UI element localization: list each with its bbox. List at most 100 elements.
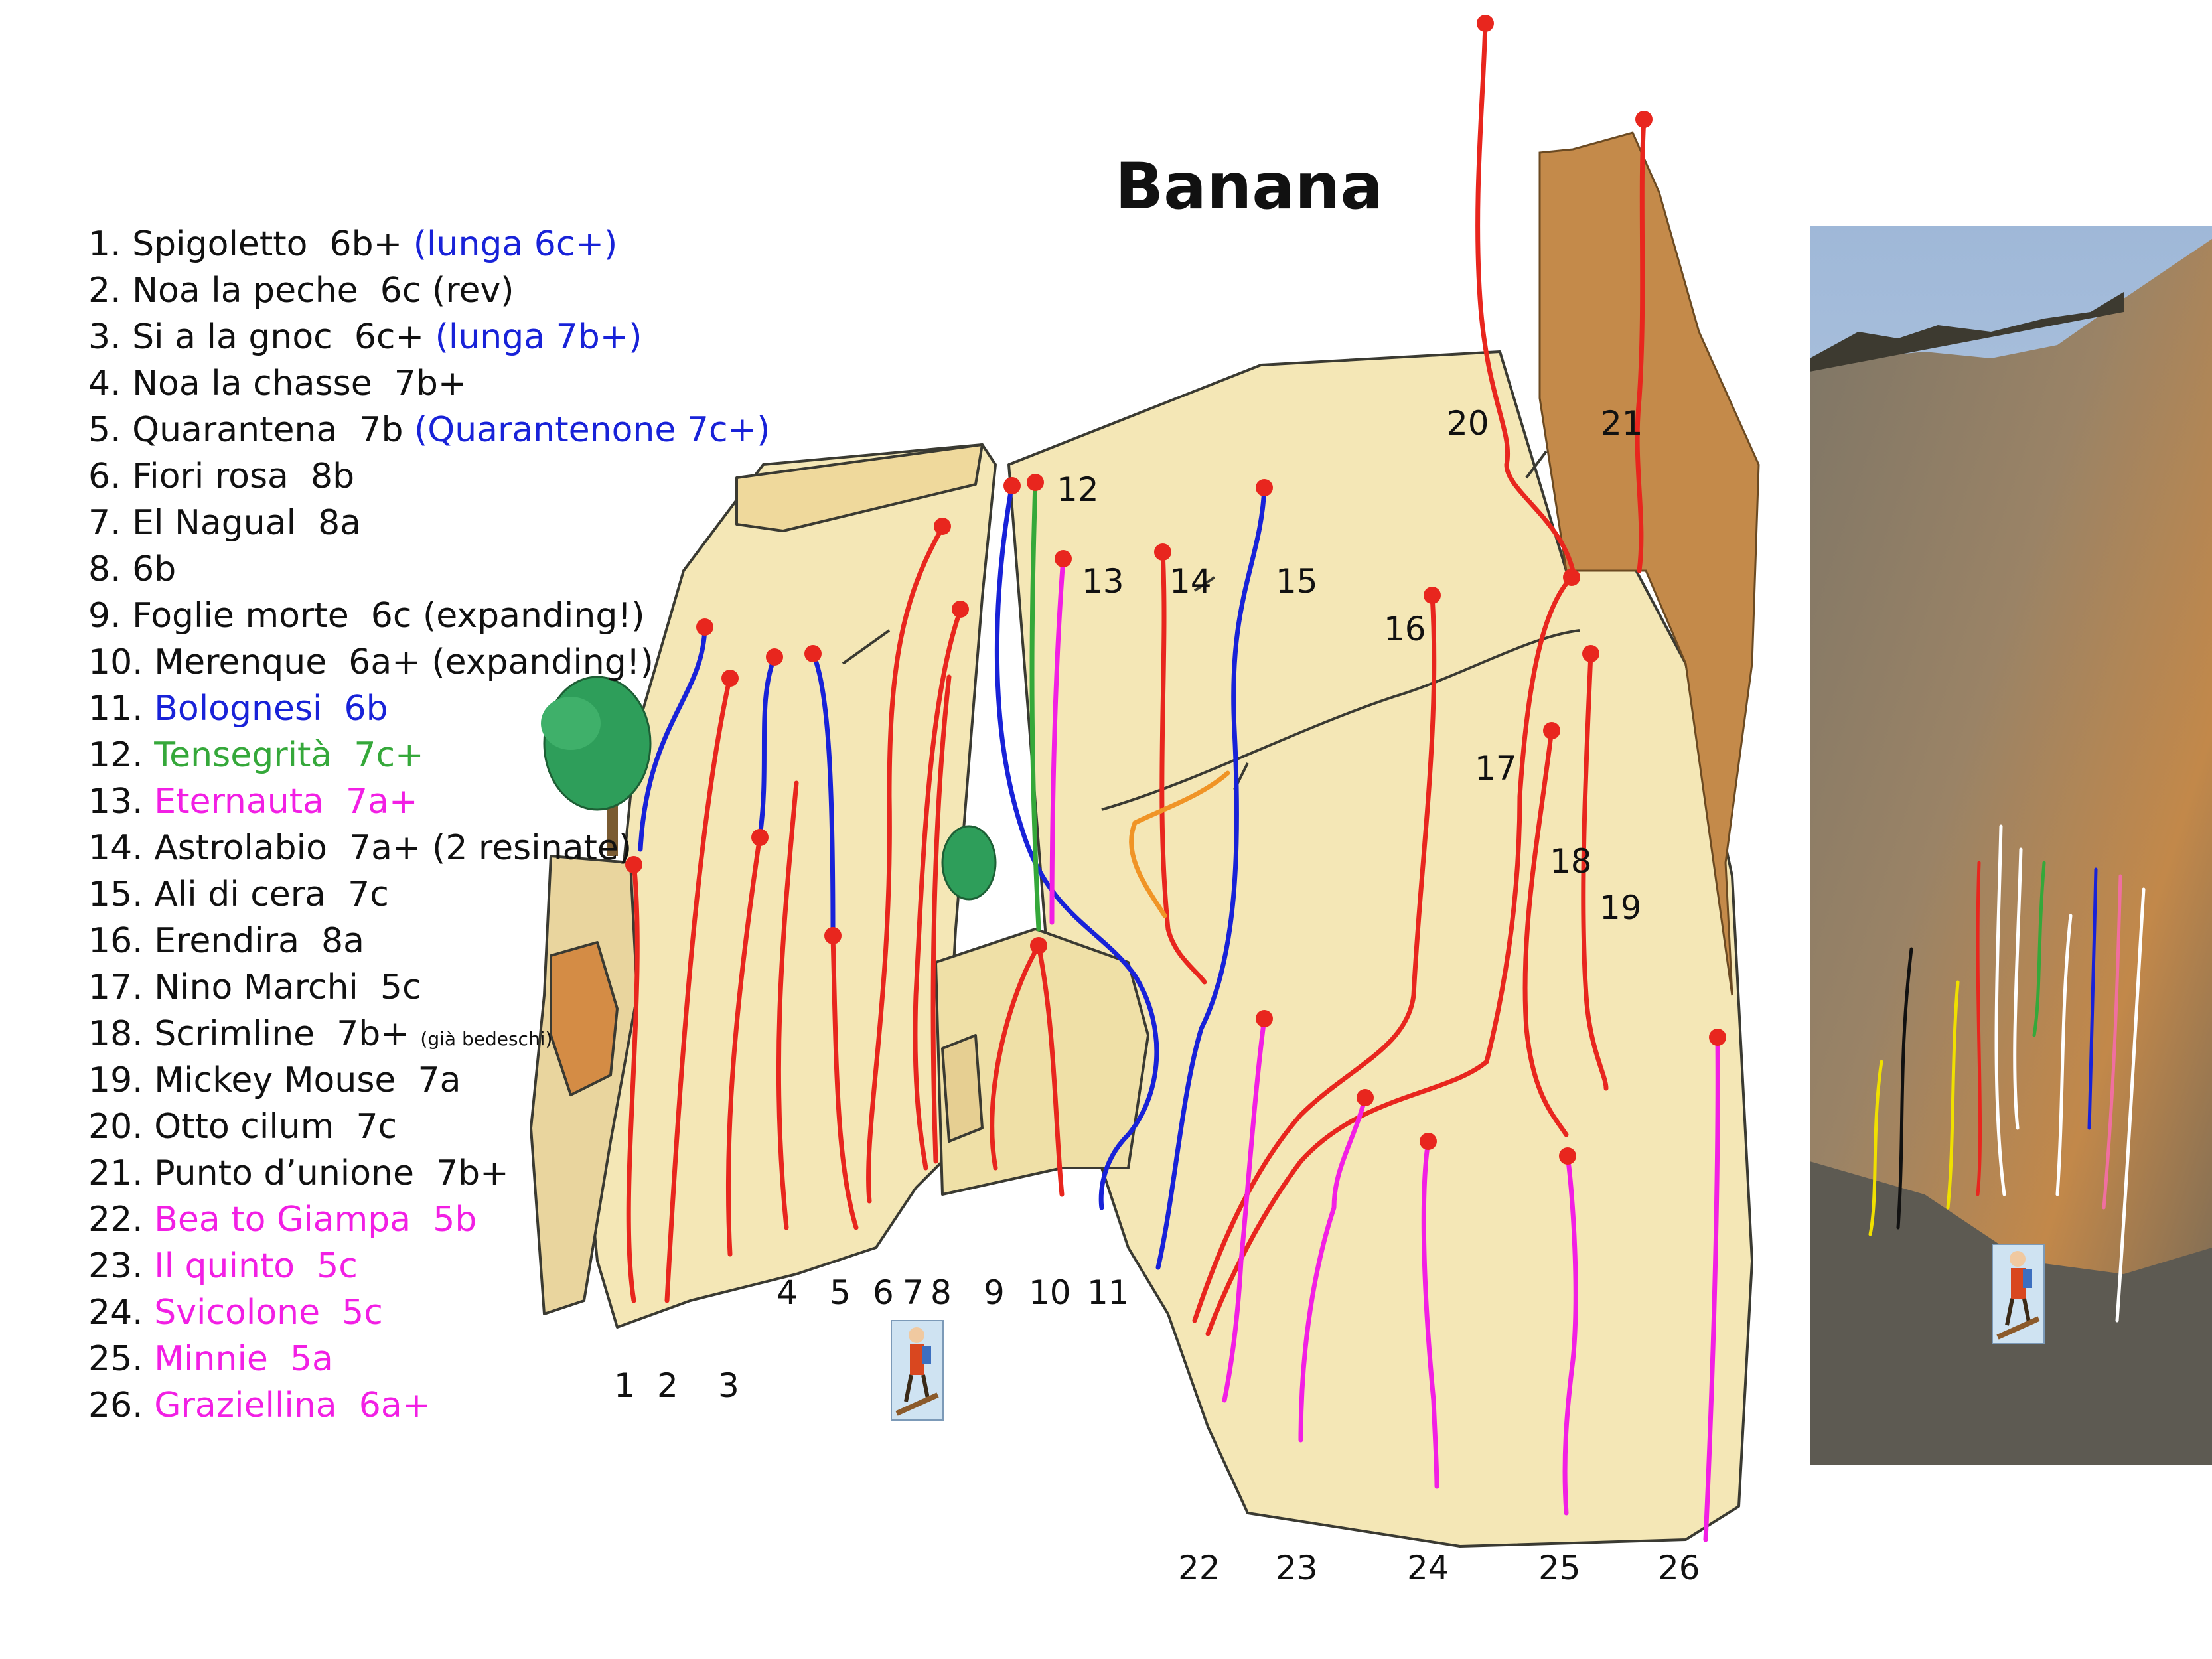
legend-route: Scrimline 7b+ [154,1014,409,1054]
legend-route: Astrolabio 7a+ (2 resinate) [154,828,632,868]
route-line-4 [776,780,799,1230]
legend-route-grade: 8a [321,921,364,961]
tree-icon [541,676,652,856]
legend-route: Otto cilum 7c [154,1107,397,1147]
legend-route-name: Graziellina [154,1386,337,1425]
route-line-1-ext [638,624,707,852]
legend-row: 23. Il quinto 5c [88,1243,358,1289]
legend-row: 25. Minnie 5a [88,1336,333,1382]
route-line-14-var [1129,770,1230,918]
legend-route-grade: 7b [359,410,404,450]
legend-row: 26. Graziellina 6a+ [88,1382,431,1429]
route-number-8: 8 [930,1273,952,1312]
climber-icon [891,1320,944,1421]
legend-route-name: El Nagual [132,503,297,543]
route-line-7 [913,608,963,1171]
legend-number: 1. [88,224,121,264]
legend-row: 8. 6b [88,546,176,593]
route-line-18 [1522,727,1569,1137]
legend-route: Il quinto 5c [154,1246,358,1286]
route-number-labels: 1 2 3 4 5 6 7 8 9 10 11 12 13 14 15 16 1… [614,404,1700,1587]
legend-route-name: Erendira [154,921,299,961]
legend-route-grade: 6c (expanding!) [370,596,645,636]
legend-number: 23. [88,1246,143,1286]
legend-route-grade: 7b+ [336,1014,409,1054]
rock-cracks [842,450,1580,811]
route-line-9 [990,943,1041,1171]
legend-route-name: Ali di cera [154,875,327,914]
rock-boulder-middle [934,928,1149,1196]
legend-row: 7. El Nagual 8a [88,500,361,546]
page-title: Banana [1115,149,1384,224]
legend-number: 9. [88,596,121,636]
legend-route-grade: 7b+ [394,364,467,403]
legend-number: 8. [88,549,121,589]
legend-route: Noa la peche 6c (rev) [132,271,514,311]
route-number-12: 12 [1057,470,1099,509]
legend-route: Eternauta 7a+ [154,782,417,822]
legend-route-grade: 6b [132,549,177,589]
route-line-1 [626,860,640,1303]
legend-number: 19. [88,1060,143,1100]
legend-route-grade: 5c [380,968,421,1007]
legend-number: 18. [88,1014,143,1054]
legend-route-name: Noa la peche [132,271,358,311]
legend-route-grade: 8a [318,503,362,543]
legend-route-grade: 7c [348,875,389,914]
route-line-20 [1475,21,1576,573]
legend-row: 4. Noa la chasse 7b+ [88,360,467,407]
route-number-10: 10 [1029,1273,1071,1312]
legend-route-name: Tensegrità [154,735,332,775]
route-number-25: 25 [1538,1549,1581,1587]
legend-route: Spigoletto 6b+ [132,224,402,264]
legend-row: 24. Svicolone 5c [88,1289,383,1336]
legend-route-name: Minnie [154,1339,268,1379]
legend-route-name: Fiori rosa [132,457,289,496]
legend-route: Graziellina 6a+ [154,1386,431,1425]
legend-route: Erendira 8a [154,921,364,961]
legend-number: 4. [88,364,121,403]
route-number-22: 22 [1178,1549,1220,1587]
climber-icon-photo [1992,1244,2045,1344]
route-number-21: 21 [1601,404,1643,443]
legend-route: El Nagual 8a [132,503,361,543]
legend-route-grade: 6b+ [329,224,403,264]
legend-number: 5. [88,410,121,450]
legend-route-grade: 7b+ [436,1153,509,1193]
route-line-11 [994,482,1159,1210]
legend-route-extra: (già bedeschi) [420,1028,553,1050]
legend-route-name: Astrolabio [154,828,327,868]
route-number-13: 13 [1082,562,1124,601]
route-number-26: 26 [1658,1549,1700,1587]
legend-row: 14. Astrolabio 7a+ (2 resinate) [88,825,632,871]
route-number-20: 20 [1447,404,1489,443]
legend-number: 6. [88,457,121,496]
legend-route-name: Quarantena [132,410,338,450]
route-line-15 [1155,485,1267,1270]
legend-route: Foglie morte 6c (expanding!) [132,596,644,636]
legend-route-grade: 6c (rev) [380,271,514,311]
route-number-19: 19 [1599,889,1642,927]
bush-icon [941,825,997,901]
route-line-6 [866,525,945,1204]
legend-route: Bolognesi 6b [154,689,388,729]
legend-number: 15. [88,875,143,914]
legend-route-grade: 6c+ [354,317,425,357]
legend-route-name: Punto d’unione [154,1153,414,1193]
legend-row: 5. Quarantena 7b (Quarantenone 7c+) [88,407,770,453]
route-line-2 [664,674,733,1303]
route-line-3-ext [757,654,777,839]
legend-route-name: Noa la chasse [132,364,372,403]
route-line-14 [1159,549,1207,985]
route-anchors [625,15,1726,1165]
legend-route-grade: 5c [317,1246,358,1286]
legend-number: 16. [88,921,143,961]
route-number-6: 6 [873,1273,894,1312]
legend-row: 13. Eternauta 7a+ [88,778,418,825]
legend-row: 21. Punto d’unione 7b+ [88,1150,509,1196]
legend-route-name: Bea to Giampa [154,1200,411,1240]
route-line-8 [930,674,952,1164]
legend-row: 2. Noa la peche 6c (rev) [88,267,514,314]
route-number-2: 2 [657,1366,678,1405]
